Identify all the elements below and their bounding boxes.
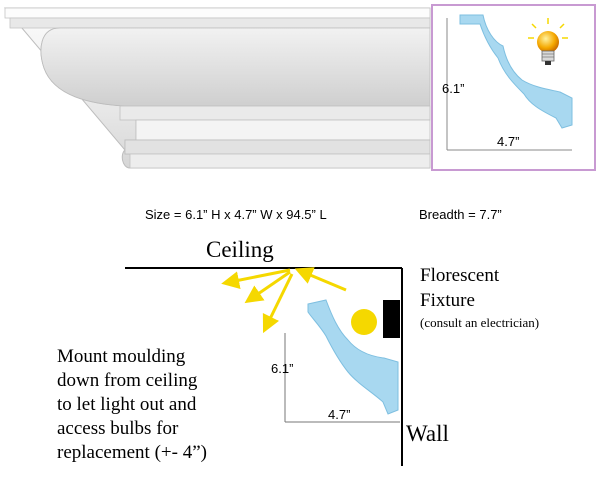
size-text: Size = 6.1” H x 4.7” W x 94.5” L (145, 207, 327, 222)
light-ray-arrow (262, 273, 294, 334)
instruction-line: replacement (+- 4”) (57, 442, 207, 463)
fixture-note: (consult an electrician) (420, 315, 539, 330)
light-ray-arrows (221, 267, 347, 334)
light-ray-arrow (221, 268, 291, 290)
moulding-photo (3, 7, 431, 169)
light-bulb-icon (528, 18, 568, 65)
instruction-line: Mount moulding (57, 346, 186, 367)
inset-height-label: 6.1” (442, 81, 464, 96)
breadth-text: Breadth = 7.7” (419, 207, 502, 222)
instruction-line: down from ceiling (57, 370, 198, 391)
inset-width-label: 4.7” (497, 134, 519, 149)
fluorescent-bulb (351, 309, 377, 335)
install-width-label: 4.7” (328, 407, 350, 422)
inset-border (431, 4, 596, 171)
inset-moulding-profile (459, 14, 573, 129)
instruction-line: to let light out and (57, 394, 197, 415)
fixture-label-line2: Fixture (420, 290, 475, 311)
wall-label: Wall (406, 421, 449, 446)
instruction-line: access bulbs for (57, 418, 179, 439)
fixture-label-line1: Florescent (420, 265, 500, 286)
light-ray-arrow (244, 270, 291, 304)
light-ray-arrow (294, 267, 347, 292)
mounting-instructions: Mount moulding down from ceiling to let … (57, 346, 207, 463)
inset-profile-box: 6.1” 4.7” (431, 4, 596, 171)
ceiling-label: Ceiling (206, 237, 274, 262)
fluorescent-fixture (383, 300, 400, 338)
install-height-label: 6.1” (271, 361, 293, 376)
installation-diagram: Ceiling 6.1” 4.7” Florescent Fixture (co… (125, 237, 539, 466)
installed-moulding-profile (307, 299, 399, 415)
